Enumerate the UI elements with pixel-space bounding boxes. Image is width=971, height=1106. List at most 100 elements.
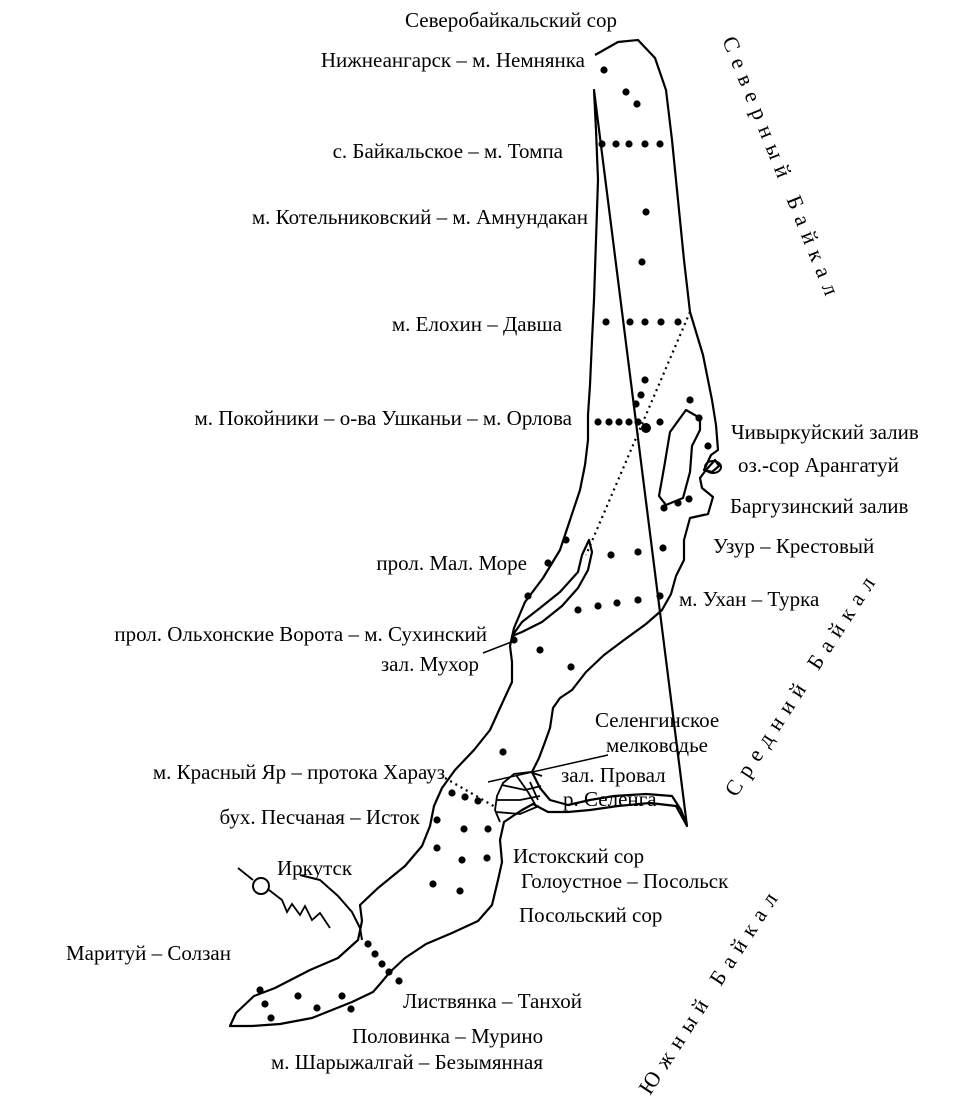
place-label: зал. Мухор	[381, 652, 479, 676]
place-label: мелководье	[606, 733, 708, 757]
selenga-delta	[494, 771, 543, 823]
arangatuy-lake	[704, 460, 722, 474]
station	[338, 992, 346, 1000]
station	[674, 499, 682, 507]
station	[656, 418, 664, 426]
station	[634, 418, 642, 426]
station	[656, 592, 664, 600]
station	[622, 88, 630, 96]
transect-label: с. Байкальское – м. Томпа	[333, 139, 564, 163]
station	[615, 418, 623, 426]
region-label-north: Северный Байкал	[717, 33, 847, 307]
station	[267, 1014, 275, 1022]
station	[536, 646, 544, 654]
station	[602, 318, 610, 326]
station	[656, 140, 664, 148]
station	[632, 400, 640, 408]
station	[429, 880, 437, 888]
station	[294, 992, 302, 1000]
station	[433, 816, 441, 824]
transect-label: Нижнеангарск – м. Немнянка	[321, 48, 586, 72]
place-label: Истокский сор	[513, 844, 644, 868]
station	[641, 423, 651, 433]
station	[456, 887, 464, 895]
transect-label: прол. Ольхонские Ворота – м. Сухинский	[114, 622, 487, 646]
station	[695, 414, 703, 422]
place-label: Посольский сор	[519, 903, 662, 927]
station	[347, 1005, 355, 1013]
station	[613, 599, 621, 607]
angara-river	[237, 867, 331, 929]
station	[458, 856, 466, 864]
station	[524, 592, 532, 600]
station	[474, 797, 482, 805]
station	[704, 442, 712, 450]
place-label: Чивыркуйский залив	[731, 420, 919, 444]
transect-label: м. Шарыжалгай – Безымянная	[271, 1050, 543, 1074]
station	[638, 258, 646, 266]
station	[659, 544, 667, 552]
station	[637, 391, 645, 399]
station	[448, 789, 456, 797]
leader-lines	[482, 640, 609, 783]
transect-label: м. Красный Яр – протока Харауз	[153, 760, 445, 784]
station	[385, 968, 393, 976]
olkhon-island	[510, 538, 594, 638]
station	[256, 986, 264, 994]
svyatoy-nos-peninsula	[657, 408, 702, 507]
station	[633, 100, 641, 108]
station	[607, 551, 615, 559]
transect-label: Половинка – Мурино	[352, 1024, 543, 1048]
boundary-lines	[444, 311, 692, 809]
station	[510, 636, 518, 644]
region-labels: Северный Байкал Средний Байкал Южный Бай…	[633, 33, 884, 1099]
station	[483, 854, 491, 862]
angara-shore	[299, 874, 363, 941]
transect-label: Листвянка – Танхой	[403, 989, 582, 1013]
place-label: р. Селенга	[563, 787, 657, 811]
north-middle-boundary	[584, 311, 692, 556]
station	[433, 844, 441, 852]
station	[261, 1000, 269, 1008]
irkutsk-marker	[252, 877, 270, 895]
station	[594, 418, 602, 426]
station	[641, 318, 649, 326]
station	[460, 825, 468, 833]
transect-label: бух. Песчаная – Исток	[220, 805, 421, 829]
transect-label: м. Елохин – Давша	[392, 312, 563, 336]
transect-label: м. Покойники – о-ва Ушканьи – м. Орлова	[194, 406, 572, 430]
transect-label: Голоустное – Посольск	[521, 869, 729, 893]
station	[641, 376, 649, 384]
place-label: оз.-сор Арангатуй	[738, 453, 899, 477]
transect-label: м. Ухан – Турка	[679, 587, 820, 611]
station	[605, 418, 613, 426]
station	[313, 1004, 321, 1012]
station	[612, 140, 620, 148]
station	[625, 140, 633, 148]
place-label: Иркутск	[277, 856, 353, 880]
transect-label: Маритуй – Солзан	[66, 941, 231, 965]
station	[378, 960, 386, 968]
station	[642, 208, 650, 216]
station	[641, 140, 649, 148]
station	[594, 602, 602, 610]
place-label: Северобайкальский сор	[405, 8, 617, 32]
station	[499, 748, 507, 756]
station	[674, 318, 682, 326]
station	[634, 548, 642, 556]
place-label: Баргузинский залив	[730, 494, 909, 518]
leader-line-mukhor	[482, 640, 515, 654]
place-label: Селенгинское	[595, 708, 719, 732]
sampling-stations	[256, 66, 712, 1022]
station	[567, 663, 575, 671]
middle-south-boundary	[444, 777, 498, 809]
station	[484, 825, 492, 833]
station	[600, 66, 608, 74]
station	[657, 318, 665, 326]
station	[544, 559, 552, 567]
station	[461, 793, 469, 801]
station	[625, 418, 633, 426]
transect-labels: Нижнеангарск – м. Немнянка с. Байкальско…	[66, 48, 874, 1074]
